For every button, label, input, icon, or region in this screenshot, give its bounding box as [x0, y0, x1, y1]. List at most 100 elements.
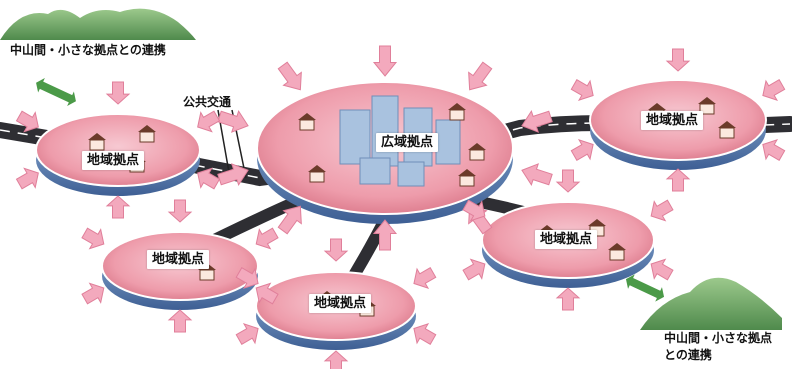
southwest-hub-arrow-1 [255, 227, 279, 250]
west-hub-arrow-2-shape [197, 167, 221, 190]
house-roof-5 [88, 133, 106, 140]
south-hub-arrow-2 [413, 323, 437, 345]
southeast-hub-arrow-4-shape [462, 258, 486, 281]
southwest-hub-arrow-0 [167, 199, 193, 223]
east-hub-arrow-5 [570, 79, 594, 101]
south-hub-arrow-2-shape [413, 323, 437, 345]
regional-hub-label-east: 地域拠点 [641, 111, 704, 130]
mountain-link-arrow-right [625, 274, 665, 302]
east-hub-arrow-3-shape [665, 168, 691, 192]
house-roof-8 [648, 103, 666, 110]
southwest-hub-arrow-4-shape [81, 282, 105, 305]
mountain-link-label-bottom-line2: との連携 [664, 348, 712, 362]
southwest-hub-arrow-3-shape [167, 309, 193, 333]
house-roof-9 [698, 97, 716, 104]
south-hub-arrow-1 [413, 267, 437, 289]
east-hub-arrow-1-shape [762, 79, 786, 101]
west-hub-arrow-5-shape [15, 110, 39, 133]
southeast-hub-arrow-4 [462, 258, 486, 281]
main-hub-arrow-2 [521, 109, 553, 133]
east-hub-arrow-2 [762, 139, 786, 161]
regional-hub-label-southeast: 地域拠点 [535, 230, 598, 249]
southeast-hub-arrow-2 [650, 258, 674, 281]
house-roof-13 [608, 243, 626, 250]
main-hub-arrow-0-shape [372, 45, 398, 77]
south-hub-arrow-3-shape [323, 350, 349, 369]
east-hub-arrow-3 [665, 168, 691, 192]
west-hub-arrow-4-shape [15, 167, 39, 190]
southwest-hub-arrow-1-shape [255, 227, 279, 250]
main-hub-arrow-3 [521, 163, 553, 187]
southwest-hub-arrow-0-shape [167, 199, 193, 223]
house-roof-1 [448, 103, 466, 110]
mountain-link-label-top: 中山間・小さな拠点との連携 [10, 43, 166, 57]
southwest-hub-arrow-5-shape [81, 227, 105, 250]
house-4 [459, 175, 475, 187]
southeast-hub-arrow-3 [555, 287, 581, 311]
house-13 [609, 249, 625, 261]
main-hub-arrow-9 [277, 61, 302, 91]
house-roof-6 [138, 125, 156, 132]
main-hub-arrow-8 [217, 109, 249, 133]
west-hub-arrow-1 [197, 110, 221, 133]
southwest-hub-arrow-2 [255, 282, 279, 305]
house-roof-2 [468, 143, 486, 150]
main-hub-arrow-8-shape [217, 109, 249, 133]
south-hub-arrow-4-shape [235, 323, 259, 345]
hill-top-left [0, 8, 196, 40]
main-hub-arrow-3-shape [521, 163, 553, 187]
southwest-hub-arrow-2-shape [255, 282, 279, 305]
regional-hub-label-southwest: 地域拠点 [147, 250, 210, 269]
mountain-link-label-bottom-line1: 中山間・小さな拠点 [664, 331, 773, 345]
east-hub-arrow-4 [570, 139, 594, 161]
main-hub-building-4 [359, 157, 391, 185]
regional-hub-label-south: 地域拠点 [309, 294, 372, 313]
west-hub-arrow-0 [105, 81, 131, 105]
east-hub-arrow-1 [762, 79, 786, 101]
arrow-layer [15, 45, 786, 369]
south-hub-arrow-5-shape [235, 267, 259, 289]
south-hub-arrow-0 [323, 238, 349, 262]
background-layer [0, 8, 782, 330]
house-2 [469, 149, 485, 161]
east-hub-arrow-0 [665, 48, 691, 72]
main-hub-arrow-6-shape [277, 205, 302, 235]
main-hub-building-0 [339, 109, 371, 165]
main-hub-label: 広域拠点 [376, 133, 439, 152]
house-6 [139, 131, 155, 143]
mountain-link-arrow-left [36, 77, 76, 107]
southeast-hub-arrow-5 [462, 199, 486, 222]
southwest-hub-arrow-4 [81, 282, 105, 305]
house-5 [89, 139, 105, 151]
west-hub-arrow-1-shape [197, 110, 221, 133]
south-hub-arrow-1-shape [413, 267, 437, 289]
west-hub-arrow-5 [15, 110, 39, 133]
hill-bottom-right [640, 277, 782, 330]
west-hub-arrow-3-shape [105, 195, 131, 219]
public-transport-label: 公共交通 [183, 95, 232, 109]
main-hub-arrow-5 [372, 219, 398, 251]
regional-hub-disc-east [589, 79, 767, 170]
west-hub-arrow-0-shape [105, 81, 131, 105]
east-hub-arrow-2-shape [762, 139, 786, 161]
southwest-hub-arrow-5 [81, 227, 105, 250]
southeast-hub-arrow-1 [650, 199, 674, 222]
main-hub-arrow-6 [277, 205, 302, 235]
regional-hub-disc-southwest [101, 231, 259, 310]
south-hub-arrow-4 [235, 323, 259, 345]
house-0 [299, 119, 315, 131]
main-hub-arrow-1 [468, 61, 493, 91]
south-hub-arrow-3 [323, 350, 349, 369]
main-hub-arrow-5-shape [372, 219, 398, 251]
regional-hub-disc-west-surface [35, 113, 201, 187]
main-hub-building-5 [397, 161, 425, 187]
house-3 [309, 171, 325, 183]
house-10 [719, 127, 735, 139]
house-roof-12 [588, 219, 606, 226]
house-roof-10 [718, 121, 736, 128]
west-hub-arrow-2 [197, 167, 221, 190]
east-hub-arrow-0-shape [665, 48, 691, 72]
southeast-hub-arrow-1-shape [650, 199, 674, 222]
south-hub-arrow-0-shape [323, 238, 349, 262]
